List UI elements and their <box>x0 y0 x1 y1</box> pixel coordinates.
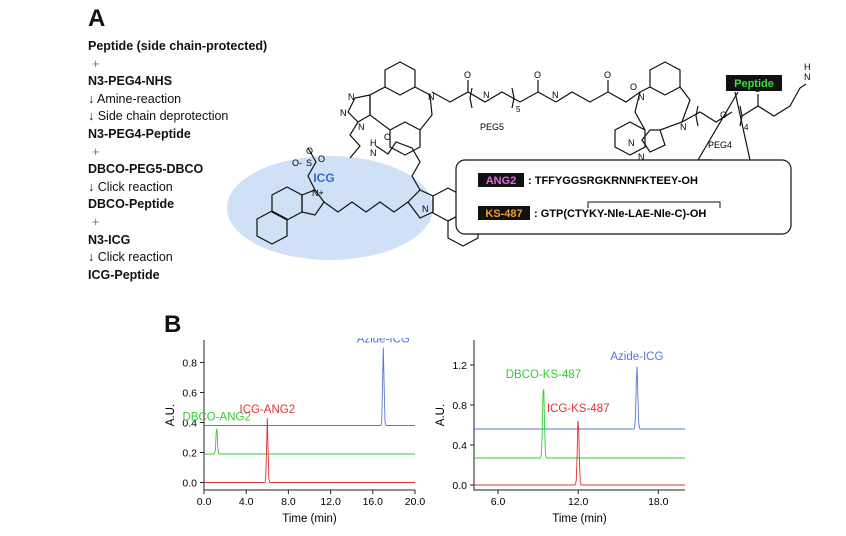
axis-lines <box>473 340 685 491</box>
synthesis-steps: Peptide (side chain-protected) + N3-PEG4-N… <box>88 38 267 284</box>
panel-label-b: B <box>164 311 182 338</box>
atom-h: H <box>370 138 377 148</box>
atom-o: O <box>306 146 313 156</box>
atom-o-minus: O- <box>292 158 302 168</box>
atom-o: O <box>318 154 325 164</box>
y-tick-label: 0.8 <box>182 358 197 370</box>
y-tick-label: 0.0 <box>452 480 467 492</box>
x-tick-label: 12.0 <box>568 496 589 508</box>
y-tick-label: 1.2 <box>452 360 467 372</box>
step-compound: N3-PEG4-Peptide <box>88 126 191 141</box>
step-plus: + <box>92 214 100 229</box>
series-label: Azide-ICG <box>357 338 410 346</box>
atom-n: N <box>680 122 687 132</box>
series-line <box>474 420 685 486</box>
seq-ang2: : TFFYGGSRGKRNNFKTEEY-OH <box>528 175 698 187</box>
series-label: ICG-ANG2 <box>240 404 296 416</box>
step-action: ↓ Amine-reaction <box>88 91 182 106</box>
atom-n: N <box>638 152 645 162</box>
atom-n: N <box>804 72 811 82</box>
seq-name-bg <box>478 206 530 220</box>
y-tick-label: 0.0 <box>182 478 197 490</box>
chromatogram-left: 0.0 4.0 8.0 12.0 16.0 20.0 0.0 0.2 0.4 0.6 0.8Time… <box>165 338 426 525</box>
series-line <box>204 417 415 483</box>
atom-h: H <box>804 62 811 72</box>
series-line <box>204 347 415 426</box>
atom-o: O <box>604 70 611 80</box>
sequence-box <box>455 159 792 235</box>
seq-ks487: : GTP(CTYKY-Nle-LAE-Nle-C)-OH <box>534 208 706 220</box>
atom-n: N <box>628 138 635 148</box>
step-plus: + <box>92 56 100 71</box>
x-axis-label: Time (min) <box>282 513 337 525</box>
panel-label-a: A <box>88 5 106 32</box>
atom-n: N <box>638 92 645 102</box>
step-action: ↓ Click reaction <box>88 250 173 265</box>
series-line <box>204 428 415 455</box>
x-tick-label: 8.0 <box>281 496 296 508</box>
atom-o: O <box>384 132 391 142</box>
series-label: Azide-ICG <box>610 351 663 363</box>
series-line <box>474 366 685 430</box>
x-tick-label: 4.0 <box>239 496 254 508</box>
peg4-subscript: 4 <box>744 123 749 132</box>
atom-o: O <box>630 82 637 92</box>
peg5-subscript: 5 <box>516 105 521 114</box>
atom-n: N <box>358 122 365 132</box>
chemical-structure: ICG PEG5 PEG4 5 4 O O O O O O N N N N N … <box>227 61 811 260</box>
series-label: ICG-KS-487 <box>547 403 610 415</box>
step-compound: DBCO-PEG5-DBCO <box>88 162 204 177</box>
seq-name-bg <box>478 173 524 187</box>
y-tick-label: 0.4 <box>182 418 197 430</box>
atom-n: N <box>483 90 490 100</box>
atom-n: N <box>370 148 377 158</box>
step-compound: N3-ICG <box>88 232 131 247</box>
y-axis-label: A.U. <box>435 404 447 426</box>
x-tick-label: 20.0 <box>405 496 426 508</box>
step-compound: N3-PEG4-NHS <box>88 74 173 89</box>
peg4-label: PEG4 <box>708 140 732 150</box>
series-label: DBCO-KS-487 <box>506 369 581 381</box>
step-compound: Peptide (side chain-protected) <box>88 39 268 53</box>
step-compound: ICG-Peptide <box>88 267 160 282</box>
x-tick-label: 16.0 <box>363 496 384 508</box>
atom-n: N <box>428 92 435 102</box>
seq-name-ang2: ANG2 <box>486 175 517 187</box>
series-label: DBCO-ANG2 <box>182 412 250 424</box>
atom-o: O <box>720 110 727 120</box>
step-action: ↓ Side chain deprotection <box>88 109 229 124</box>
peg5-label: PEG5 <box>480 122 504 132</box>
y-tick-label: 0.2 <box>182 448 197 460</box>
step-compound: DBCO-Peptide <box>88 197 175 212</box>
atom-n: N <box>552 90 559 100</box>
step-action: ↓ Click reaction <box>88 179 173 194</box>
y-tick-label: 0.8 <box>452 400 467 412</box>
x-tick-label: 18.0 <box>648 496 669 508</box>
peptide-tag-label: Peptide <box>734 78 774 90</box>
y-axis-label: A.U. <box>165 404 177 426</box>
atom-n-plus: N+ <box>312 188 324 198</box>
x-tick-label: 0.0 <box>197 496 212 508</box>
step-plus: + <box>92 144 100 159</box>
atom-o: O <box>464 70 471 80</box>
peptide-tag <box>726 75 782 91</box>
atom-n: N <box>422 204 429 214</box>
atom-o: O <box>534 70 541 80</box>
icg-label: ICG <box>313 171 334 185</box>
y-tick-label: 0.4 <box>452 440 467 452</box>
x-tick-label: 6.0 <box>491 496 506 508</box>
y-tick-label: 0.6 <box>182 388 197 400</box>
atom-s: S <box>306 158 312 168</box>
x-tick-label: 12.0 <box>320 496 341 508</box>
atom-n: N <box>340 108 347 118</box>
disulfide-bracket <box>587 201 721 208</box>
atom-n: N <box>348 92 355 102</box>
structure-bonds <box>256 61 807 247</box>
seq-name-ks487: KS-487 <box>485 208 522 220</box>
icg-highlight <box>227 156 433 260</box>
x-axis-label: Time (min) <box>552 513 607 525</box>
